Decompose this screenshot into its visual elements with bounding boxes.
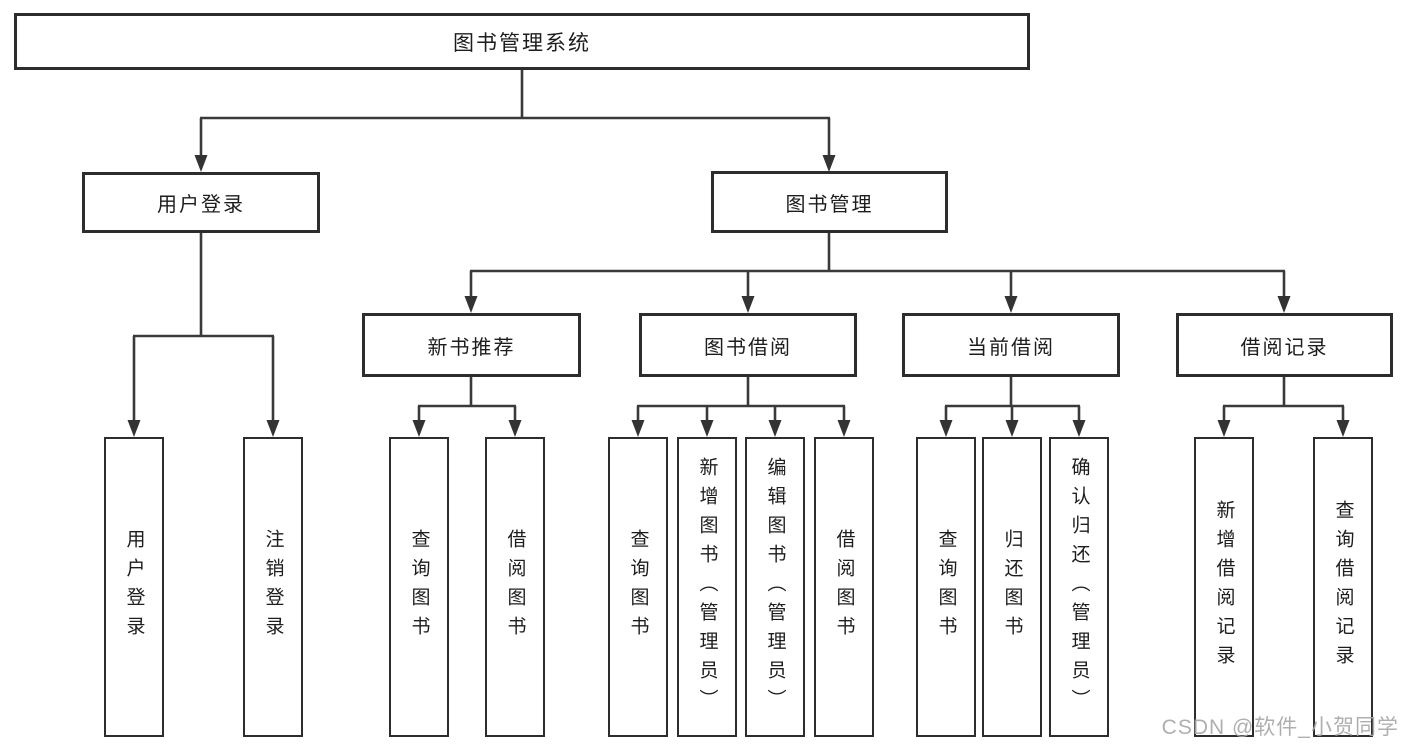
leaf-cb-confirm-return-admin: 确认归还（管理员）	[1049, 437, 1109, 737]
arrowheads	[127, 155, 1350, 437]
leaf-bb-query-books: 查询图书	[608, 437, 668, 737]
leaf-nbr-borrow-books: 借阅图书	[485, 437, 545, 737]
node-borrowing-records: 借阅记录	[1176, 313, 1393, 377]
leaf-logout: 注销登录	[243, 437, 303, 737]
node-new-book-recommend: 新书推荐	[362, 313, 581, 377]
leaf-nbr-query-books: 查询图书	[389, 437, 449, 737]
leaf-bb-borrow-books: 借阅图书	[814, 437, 874, 737]
leaf-bb-edit-books-admin: 编辑图书（管理员）	[745, 437, 805, 737]
node-user-login: 用户登录	[82, 172, 320, 233]
leaf-br-add-record: 新增借阅记录	[1194, 437, 1254, 737]
node-current-borrowing: 当前借阅	[902, 313, 1120, 377]
leaf-bb-add-books-admin: 新增图书（管理员）	[677, 437, 737, 737]
csdn-watermark: CSDN @软件_小贺同学	[1161, 716, 1399, 739]
leaf-user-login: 用户登录	[104, 437, 164, 737]
leaf-br-query-record: 查询借阅记录	[1313, 437, 1373, 737]
node-library-management-system: 图书管理系统	[14, 13, 1030, 70]
leaf-cb-query-books: 查询图书	[916, 437, 976, 737]
leaf-cb-return-books: 归还图书	[982, 437, 1042, 737]
node-book-management: 图书管理	[711, 171, 948, 233]
node-book-borrowing: 图书借阅	[639, 313, 857, 377]
